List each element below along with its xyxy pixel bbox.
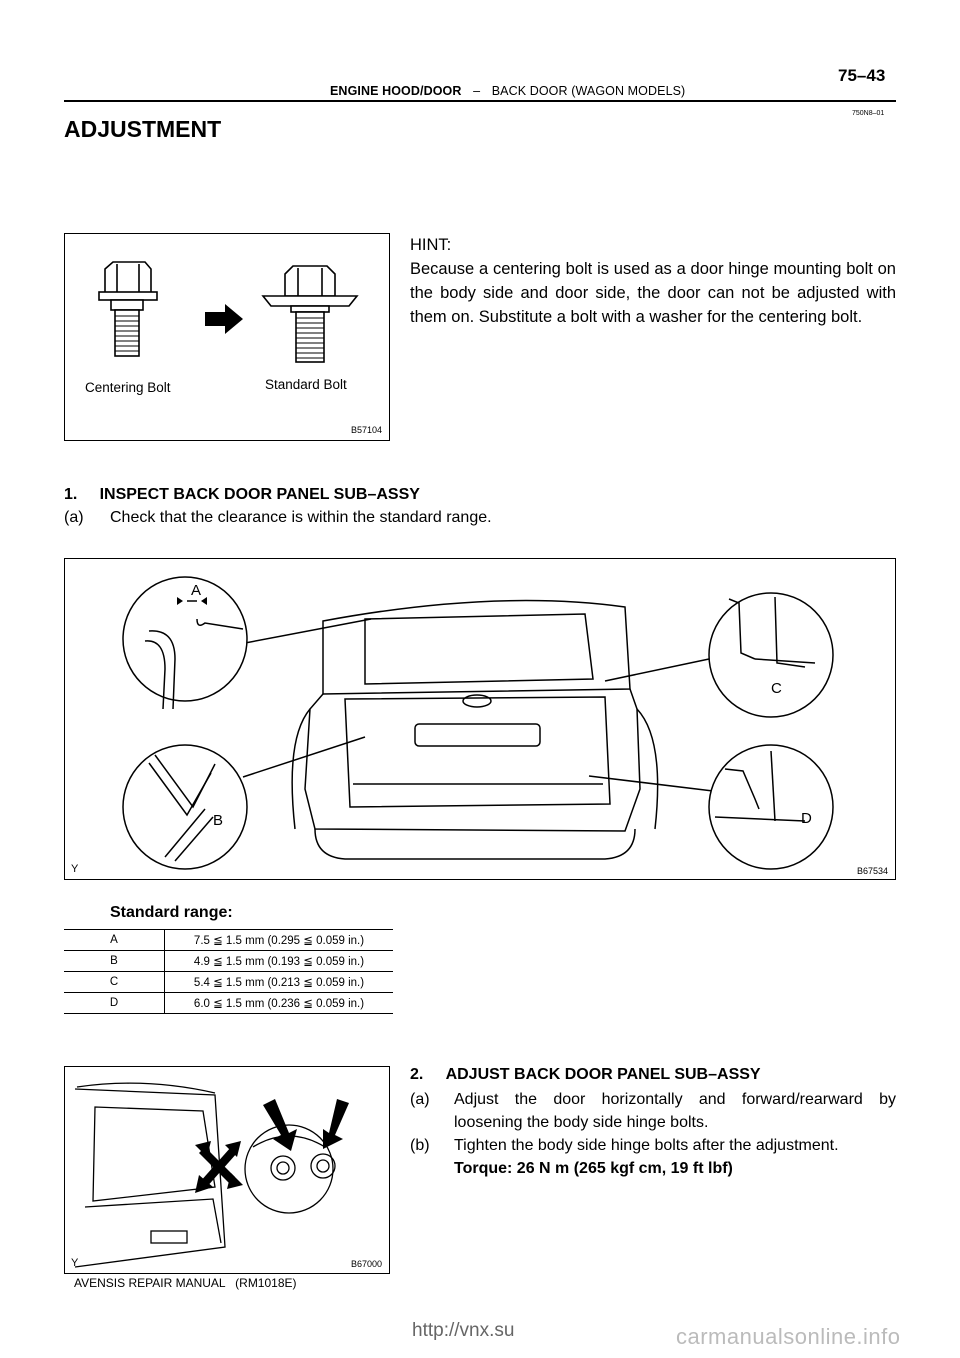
range-key: A xyxy=(64,929,165,951)
back-door-illustration: A B C D xyxy=(122,576,834,870)
range-key: D xyxy=(64,992,165,1014)
step-1-heading: 1. INSPECT BACK DOOR PANEL SUB–ASSY xyxy=(64,486,420,503)
step-2a-marker: (a) xyxy=(410,1091,430,1108)
figure-2-id: B67534 xyxy=(857,866,889,876)
running-header: ENGINE HOOD/DOOR – BACK DOOR (WAGON MODE… xyxy=(330,84,685,98)
bolt-illustration xyxy=(98,261,359,363)
figure-hinge-bolts: Y B67000 xyxy=(64,1066,390,1274)
callout-b: B xyxy=(213,812,223,829)
range-value: 6.0 ≦ 1.5 mm (0.236 ≦ 0.059 in.) xyxy=(164,992,393,1014)
standard-bolt-drawing xyxy=(261,265,359,363)
hint-label: HINT: xyxy=(410,236,452,254)
page-number: 75–43 xyxy=(838,66,886,85)
figure-3-corner-mark: Y xyxy=(71,1257,79,1269)
figure-bolt-comparison: Centering Bolt Standard Bolt B57104 xyxy=(64,233,390,441)
centering-bolt-drawing xyxy=(98,261,158,357)
step-2a: (a) Adjust the door horizontally and for… xyxy=(410,1088,896,1180)
range-value: 5.4 ≦ 1.5 mm (0.213 ≦ 0.059 in.) xyxy=(164,971,393,993)
header-separator: – xyxy=(473,84,481,98)
hinge-adjust-illustration xyxy=(74,1082,349,1268)
step-1a-marker: (a) xyxy=(64,509,84,526)
callout-d: D xyxy=(801,810,812,827)
arrow-icon xyxy=(205,304,243,334)
hint-text: Because a centering bolt is used as a do… xyxy=(410,260,896,326)
step-1a-text: Check that the clearance is within the s… xyxy=(110,509,492,526)
range-key: B xyxy=(64,950,165,972)
figure-2-corner-mark: Y xyxy=(71,863,79,875)
header-subsection: BACK DOOR (WAGON MODELS) xyxy=(491,84,686,98)
step-2b-text: Tighten the body side hinge bolts after … xyxy=(454,1137,839,1154)
callout-c: C xyxy=(771,680,782,697)
step-2a-text: Adjust the door horizontally and forward… xyxy=(454,1091,896,1131)
range-value: 4.9 ≦ 1.5 mm (0.193 ≦ 0.059 in.) xyxy=(164,950,393,972)
footer-manual: AVENSIS REPAIR MANUAL (RM1018E) xyxy=(74,1276,297,1290)
centering-bolt-label: Centering Bolt xyxy=(85,380,171,395)
standard-bolt-label: Standard Bolt xyxy=(265,377,347,392)
step-2-heading: 2. ADJUST BACK DOOR PANEL SUB–ASSY xyxy=(410,1066,761,1083)
range-value: 7.5 ≦ 1.5 mm (0.295 ≦ 0.059 in.) xyxy=(164,929,393,951)
callout-a: A xyxy=(191,582,201,599)
standard-range-label: Standard range: xyxy=(110,904,233,921)
page-title: ADJUSTMENT xyxy=(64,116,222,142)
figure-id: B57104 xyxy=(351,425,383,435)
doc-code: 750N8–01 xyxy=(852,110,885,117)
watermark-site[interactable]: carmanualsonline.info xyxy=(676,1324,901,1349)
watermark-url[interactable]: http://vnx.su xyxy=(412,1320,515,1341)
step-1a: (a) Check that the clearance is within th… xyxy=(64,506,492,529)
figure-3-id: B67000 xyxy=(351,1259,383,1269)
figure-clearance-points: A B C D Y B67534 xyxy=(64,558,896,880)
step-2b-marker: (b) xyxy=(410,1137,430,1154)
hint-block: HINT: Because a centering bolt is used a… xyxy=(410,233,896,329)
range-key: C xyxy=(64,971,165,993)
header-section: ENGINE HOOD/DOOR xyxy=(330,84,462,98)
torque-spec: Torque: 26 N m (265 kgf cm, 19 ft lbf) xyxy=(454,1160,733,1177)
header-rule xyxy=(64,100,896,102)
